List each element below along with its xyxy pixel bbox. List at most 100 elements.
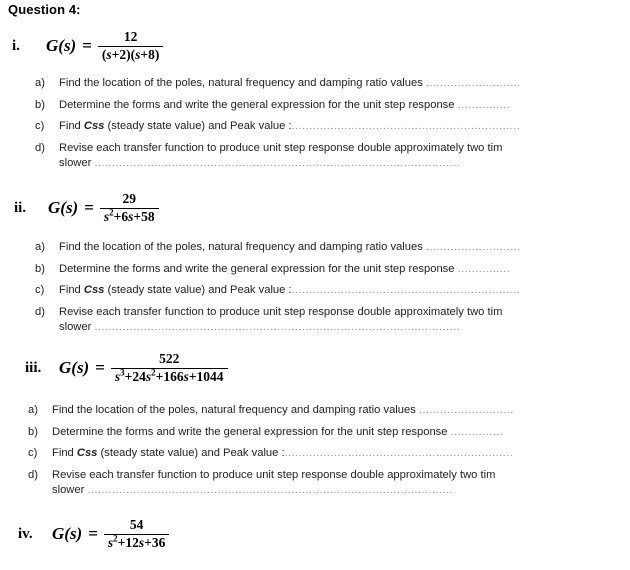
list-marker-a: a) [28,404,38,416]
equation-i: i. G(s) = 12 (s+2)(s+8) [12,29,164,63]
list-text-b: Determine the forms and write the genera… [59,98,630,113]
list-item-c: c) Find Css (steady state value) and Pea… [0,446,630,461]
leader-dots-b: ............... [457,98,511,111]
list-text-c-after: (steady state value) and Peak value : [97,447,285,459]
list-marker-c: c) [35,284,45,296]
sub-question-list-iii: a) Find the location of the poles, natur… [0,403,630,504]
equals-sign-i: = [82,36,92,56]
css-emphasis: Css [83,284,105,296]
fraction-iv: 54 s2+12s+36 [103,517,170,551]
list-text-d-line2-body: slower [59,156,95,169]
equation-lhs-iv: G(s) [52,524,83,544]
list-text-d-line2: slower .................................… [59,156,626,171]
css-emphasis: Css [83,120,105,132]
list-text-a: Find the location of the poles, natural … [52,403,630,418]
leader-dots-a: ........................... [425,241,521,253]
page-title: Question 4: [8,2,81,17]
list-text-c: Find Css (steady state value) and Peak v… [52,446,630,461]
list-text-d-line1: Revise each transfer function to produce… [59,141,503,154]
list-text-d-line2-body: slower [52,483,88,496]
equation-numeral-iii: iii. [25,359,42,376]
equation-iii: iii. G(s) = 522 s3+24s2+166s+1044 [25,351,228,385]
list-item-c: c) Find Css (steady state value) and Pea… [0,283,630,298]
numerator-iv: 54 [129,517,144,532]
list-text-c: Find Css (steady state value) and Peak v… [59,119,630,134]
denominator-i: (s+2)(s+8) [101,47,160,63]
list-marker-c: c) [35,120,45,132]
numerator-iii: 522 [159,351,180,366]
css-emphasis: Css [76,447,98,459]
sub-question-list-ii: a) Find the location of the poles, natur… [0,240,630,341]
list-item-c: c) Find Css (steady state value) and Pea… [0,119,630,134]
equation-lhs-ii: G(s) [48,198,79,218]
leader-dots-d: ........................................… [94,156,461,169]
list-text-c-after: (steady state value) and Peak value : [104,120,292,132]
list-item-b: b) Determine the forms and write the gen… [0,98,630,113]
list-item-a: a) Find the location of the poles, natur… [0,76,630,91]
leader-dots-a: ........................... [425,77,521,89]
list-text-d-line1: Revise each transfer function to produce… [59,305,503,318]
fraction-bar-iv [103,533,170,536]
list-text-c-before: Find [59,284,84,296]
equals-sign-ii: = [84,198,94,218]
list-item-d: d) Revise each transfer function to prod… [0,141,630,171]
list-text-c-before: Find [52,447,77,459]
list-marker-c: c) [28,447,38,459]
leader-dots-d: ........................................… [94,320,461,333]
list-item-b: b) Determine the forms and write the gen… [0,425,630,440]
list-marker-b: b) [35,98,45,111]
list-text-a-body: Find the location of the poles, natural … [59,77,426,89]
list-item-d: d) Revise each transfer function to prod… [0,305,630,335]
list-item-d: d) Revise each transfer function to prod… [0,468,630,498]
equation-numeral-iv: iv. [18,525,33,542]
equals-sign-iii: = [95,358,105,378]
leader-dots-b: ............... [450,425,504,438]
equation-lhs-i: G(s) [46,36,77,56]
list-text-d-line2: slower .................................… [52,483,626,498]
list-text-b-body: Determine the forms and write the genera… [52,425,451,438]
list-item-a: a) Find the location of the poles, natur… [0,403,630,418]
list-marker-b: b) [35,262,45,275]
leader-dots-d: ........................................… [87,483,454,496]
list-text-d: Revise each transfer function to produce… [59,305,630,335]
list-text-d: Revise each transfer function to produce… [52,468,630,498]
list-text-b: Determine the forms and write the genera… [52,425,630,440]
equation-lhs-iii: G(s) [59,358,90,378]
equation-numeral-ii: ii. [14,199,27,216]
list-text-d: Revise each transfer function to produce… [59,141,630,171]
list-text-a-body: Find the location of the poles, natural … [52,404,419,416]
list-text-c: Find Css (steady state value) and Peak v… [59,283,630,298]
leader-dots-c: ........................................… [284,447,514,459]
denominator-iii: s3+24s2+166s+1044 [114,367,224,385]
fraction-bar-iii [110,367,228,370]
fraction-bar-ii [99,207,159,210]
list-text-b: Determine the forms and write the genera… [59,262,630,277]
denominator-iv: s2+12s+36 [107,533,166,551]
list-marker-a: a) [35,241,45,253]
list-text-c-before: Find [59,120,84,132]
list-marker-a: a) [35,77,45,89]
equation-numeral-i: i. [12,37,20,54]
list-item-a: a) Find the location of the poles, natur… [0,240,630,255]
numerator-ii: 29 [122,191,137,206]
equals-sign-iv: = [88,524,98,544]
leader-dots-c: ........................................… [291,284,521,296]
list-text-c-after: (steady state value) and Peak value : [104,284,292,296]
numerator-i: 12 [123,29,138,44]
list-marker-d: d) [28,468,38,481]
list-text-b-body: Determine the forms and write the genera… [59,262,458,275]
list-text-a: Find the location of the poles, natural … [59,76,630,91]
fraction-ii: 29 s2+6s+58 [99,191,159,225]
list-marker-d: d) [35,141,45,154]
list-text-d-line2-body: slower [59,320,95,333]
fraction-iii: 522 s3+24s2+166s+1044 [110,351,228,385]
leader-dots-c: ........................................… [291,120,521,132]
list-item-b: b) Determine the forms and write the gen… [0,262,630,277]
equation-iv: iv. G(s) = 54 s2+12s+36 [18,517,170,551]
list-marker-d: d) [35,305,45,318]
list-text-d-line1: Revise each transfer function to produce… [52,468,496,481]
equation-ii: ii. G(s) = 29 s2+6s+58 [14,191,159,225]
fraction-bar-i [97,45,164,48]
list-text-a: Find the location of the poles, natural … [59,240,630,255]
